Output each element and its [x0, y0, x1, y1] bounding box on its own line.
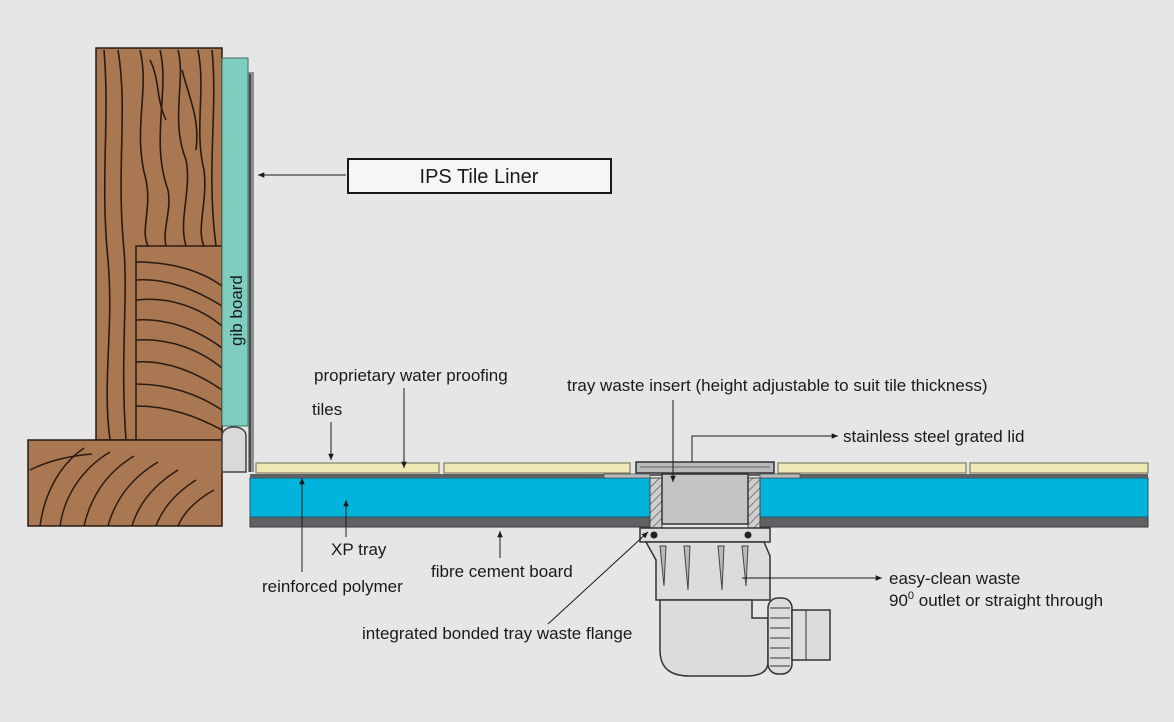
title-box-text: IPS Tile Liner	[420, 166, 539, 188]
outlet-angle-degree: 0	[908, 590, 914, 602]
timber-plate-fill	[27, 439, 223, 527]
outlet-angle-value: 90	[889, 591, 908, 610]
waste-elbow	[659, 599, 769, 677]
timber-nog-grain	[135, 261, 223, 431]
waste-flange-right	[747, 477, 761, 529]
waste-body	[644, 541, 771, 601]
label-integrated-flange: integrated bonded tray waste flange	[362, 624, 632, 643]
tray-waste-insert	[661, 473, 749, 525]
label-tiles: tiles	[312, 400, 342, 419]
tile	[443, 462, 631, 474]
outlet-nut	[767, 597, 793, 675]
label-proprietary-water-proofing: proprietary water proofing	[314, 366, 508, 385]
timber-nog	[135, 245, 223, 441]
outlet-pipe	[791, 609, 831, 661]
ips-tile-liner-callout: IPS Tile Liner	[258, 158, 612, 194]
timber-stud-vertical	[95, 47, 223, 441]
gib-board-fill	[221, 57, 249, 427]
gib-board-label: gib board	[227, 275, 246, 346]
leader-stainless-lid	[691, 433, 838, 462]
title-box	[347, 158, 612, 194]
waste-assembly	[603, 461, 831, 677]
ring-bolt-right	[744, 531, 752, 539]
label-tray-waste-insert: tray waste insert (height adjustable to …	[567, 376, 987, 395]
leader-integrated-flange	[547, 531, 649, 625]
timber-stud-grain	[103, 49, 217, 441]
waste-flange-left	[649, 477, 663, 529]
waste-body-ribs	[659, 545, 749, 591]
label-easy-clean-waste: easy-clean waste	[889, 569, 1020, 588]
tile	[969, 462, 1149, 474]
label-stainless-steel-grated-lid: stainless steel grated lid	[843, 427, 1024, 446]
tile	[777, 462, 967, 474]
timber-bottom-plate	[27, 439, 223, 527]
tile	[255, 462, 440, 474]
ring-bolt-left	[650, 531, 658, 539]
outlet-angle-rest: outlet or straight through	[914, 591, 1103, 610]
label-xp-tray: XP tray	[331, 540, 387, 559]
label-fibre-cement-board: fibre cement board	[431, 562, 573, 581]
outlet-nut-threads	[770, 607, 790, 667]
flange-plate-left	[603, 473, 651, 479]
label-reinforced-polymer: reinforced polymer	[262, 577, 403, 596]
cove-bead	[221, 426, 247, 473]
label-easy-clean-outlet: 900 outlet or straight through	[889, 590, 1103, 610]
timber-plate-grain	[29, 447, 215, 527]
flange-plate-right	[759, 473, 801, 479]
